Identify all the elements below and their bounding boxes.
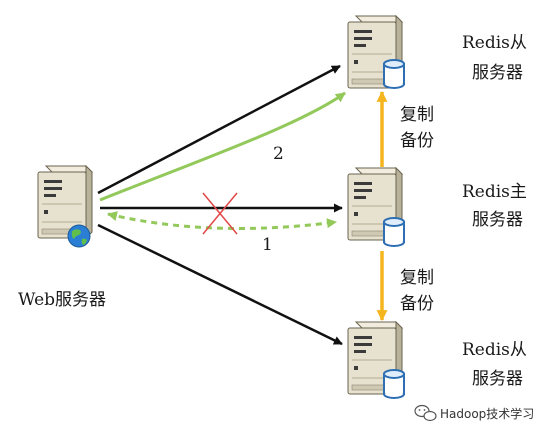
globe-icon — [67, 224, 91, 248]
watermark: Hadoop技术学习 — [414, 404, 534, 422]
redis-slave-top-label-line2: 服务器 — [472, 63, 523, 83]
wechat-icon — [414, 404, 437, 422]
replication-top-label-line2: 备份 — [400, 131, 434, 151]
replication-bottom-label-line1: 复制 — [400, 268, 434, 288]
redis-slave-bottom-node: Redis从 服务器 — [347, 321, 527, 399]
redis-slave-bottom-label-line1: Redis从 — [462, 340, 527, 360]
redis-slave-top-label-line1: Redis从 — [462, 33, 527, 53]
failed-path-arrow — [107, 211, 337, 230]
arrow-web-to-slave-top — [97, 64, 341, 195]
failed-path-number: 1 — [262, 235, 273, 255]
edges — [97, 64, 388, 346]
arrow-web-to-slave-bottom — [97, 223, 343, 346]
failover-path-arrow — [99, 91, 346, 202]
redis-slave-bottom-label-line2: 服务器 — [472, 369, 523, 389]
replication-bottom-label-line2: 备份 — [400, 294, 434, 314]
redis-master-database-icon — [383, 217, 405, 247]
redis-master-node: Redis主 服务器 — [347, 167, 527, 247]
redis-slave-bottom-database-icon — [383, 369, 405, 399]
redis-slave-top-database-icon — [383, 59, 405, 89]
web-server-label: Web服务器 — [18, 290, 106, 310]
redis-master-label-line2: 服务器 — [472, 210, 523, 230]
failover-path-number: 2 — [273, 144, 284, 164]
replication-top-label-line1: 复制 — [400, 105, 434, 125]
redis-slave-top-node: Redis从 服务器 — [347, 15, 527, 89]
web-server-node: Web服务器 — [18, 165, 106, 310]
redis-master-label-line1: Redis主 — [462, 182, 527, 202]
failure-cross-icon — [202, 192, 238, 235]
watermark-text: Hadoop技术学习 — [440, 406, 534, 421]
